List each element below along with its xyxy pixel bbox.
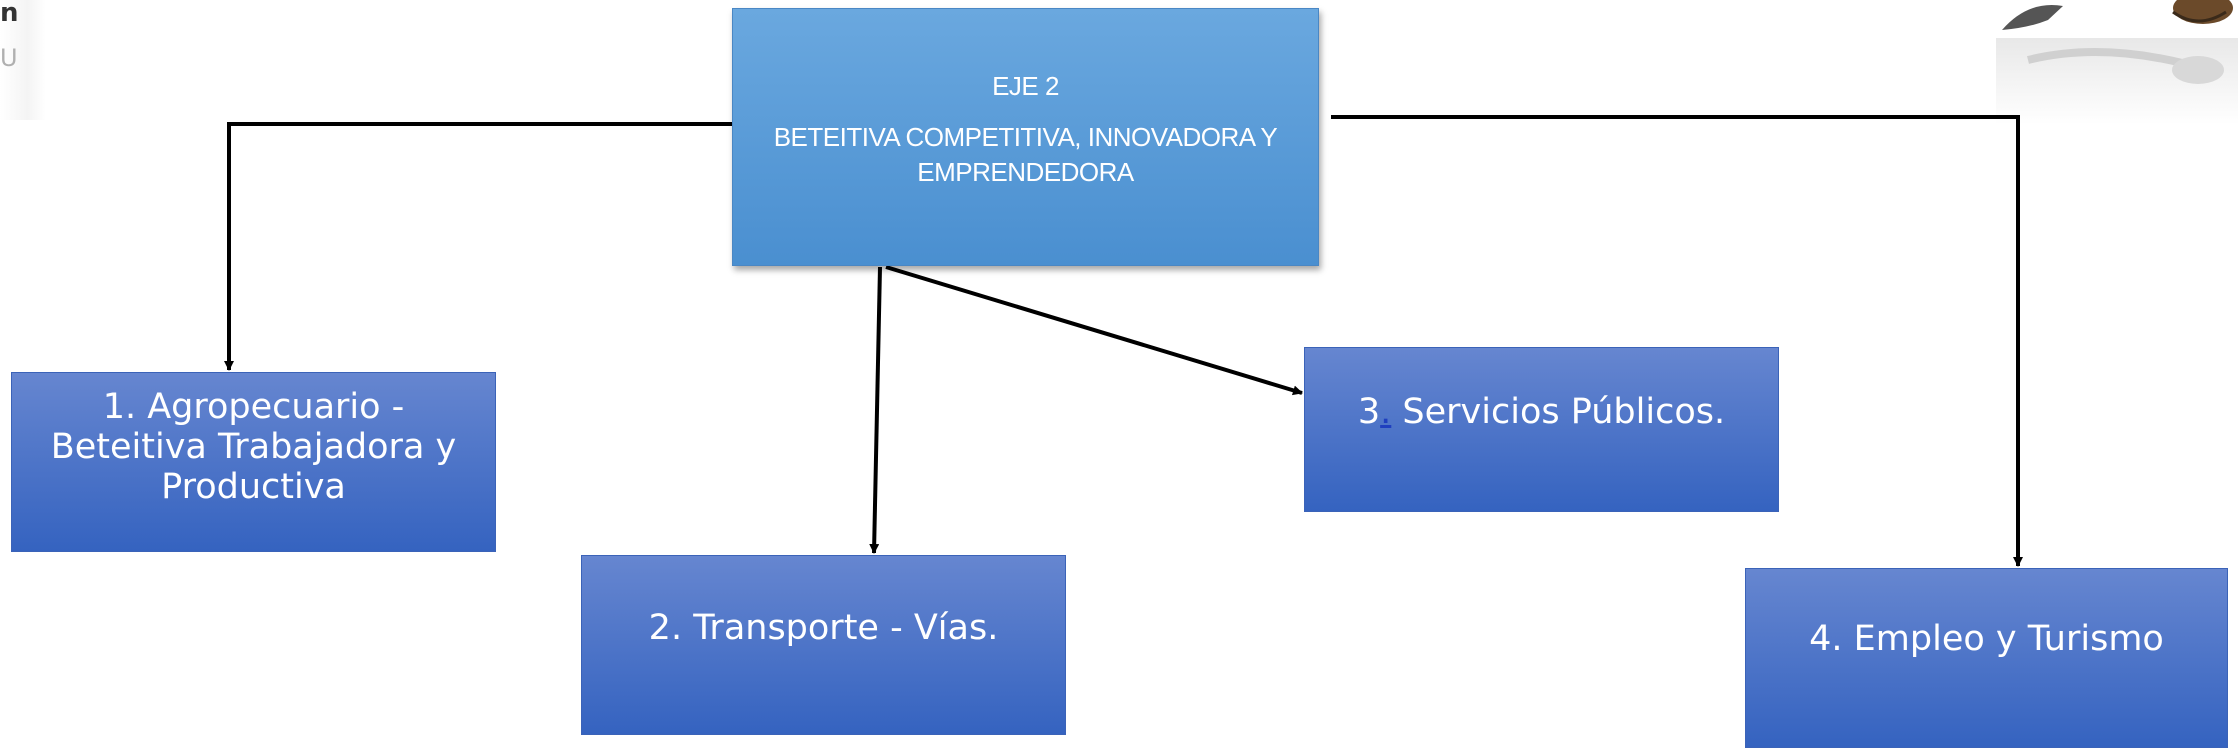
box-transporte-label: 2. Transporte - Vías. [648, 608, 999, 648]
box-agropecuario-label: 1. Agropecuario - Beteitiva Trabajadora … [50, 387, 457, 507]
box-servicios-link-dot[interactable]: . [1380, 392, 1392, 432]
box-empleo-label: 4. Empleo y Turismo [1809, 619, 2164, 659]
eje-description: BETEITIVA COMPETITIVA, INNOVADORA Y EMPR… [773, 122, 1278, 187]
corner-logo-right-image [1988, 0, 2238, 125]
box-agropecuario: 1. Agropecuario - Beteitiva Trabajadora … [11, 372, 496, 552]
logo-text-top: n [0, 0, 19, 28]
eje-title: EJE 2 [992, 71, 1059, 101]
box-servicios-label: 3. Servicios Públicos. [1358, 392, 1725, 432]
box-servicios-text: Servicios Públicos. [1391, 392, 1726, 432]
box-empleo-turismo: 4. Empleo y Turismo [1745, 568, 2228, 748]
box-transporte: 2. Transporte - Vías. [581, 555, 1066, 735]
connector-to-transporte [869, 266, 882, 554]
box-servicios-publicos: 3. Servicios Públicos. [1304, 347, 1779, 512]
connector-to-servicios [885, 265, 1303, 396]
logo-text-bottom: U [0, 44, 18, 72]
connector-to-agropecuario [224, 122, 742, 371]
eje-2-main-box: EJE 2 BETEITIVA COMPETITIVA, INNOVADORA … [732, 8, 1319, 266]
connector-to-empleo [1331, 115, 2023, 567]
box-servicios-number: 3 [1357, 392, 1381, 432]
wing-icon [2002, 5, 2063, 30]
corner-logo-left: n U [0, 0, 46, 120]
